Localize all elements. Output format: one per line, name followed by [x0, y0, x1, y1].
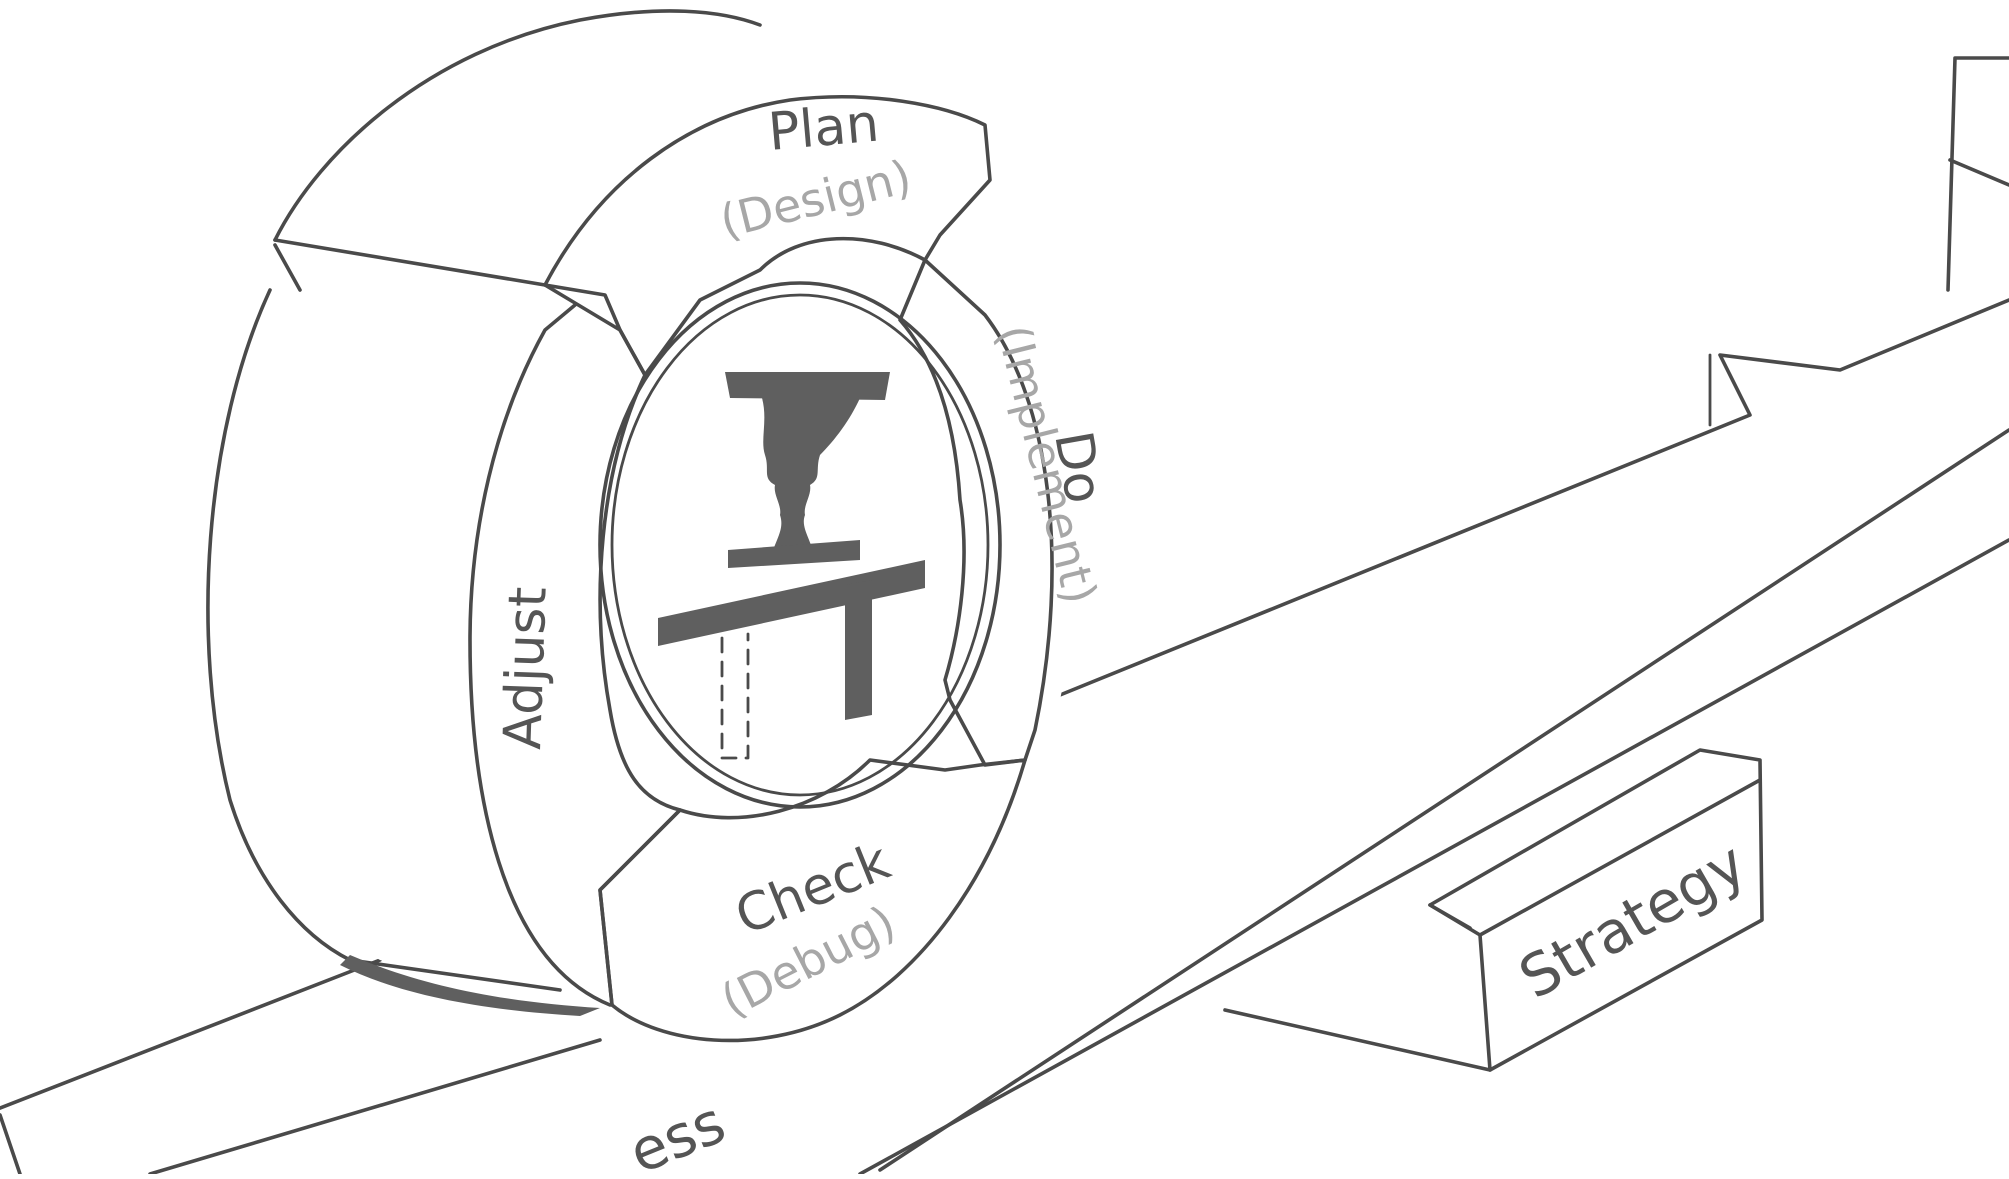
wheel-side-face [206, 288, 562, 992]
segment-adjust-outline [543, 283, 682, 1007]
wheel: Plan (Design) Do (Implement) Check (Debu… [200, 9, 1114, 1060]
adjust-label: Adjust [493, 586, 559, 751]
segment-adjust: Adjust [493, 586, 559, 751]
plan-label: Plan [766, 94, 881, 163]
do-label: Do [1042, 427, 1114, 508]
strategy-label: Strategy [1508, 829, 1757, 1012]
hub-inner-ring [610, 293, 990, 797]
wheel-shadow [340, 955, 600, 1016]
segment-do-outline [898, 258, 1054, 767]
plank-label: ess [620, 1088, 735, 1174]
wheel-back-rim [273, 9, 762, 242]
segment-plan-outline [543, 95, 992, 377]
hub-emblem [658, 372, 925, 760]
hub-outer-ring [598, 281, 1002, 809]
strategy-block: Strategy [1223, 748, 1764, 1072]
top-right-block [1946, 56, 2009, 292]
